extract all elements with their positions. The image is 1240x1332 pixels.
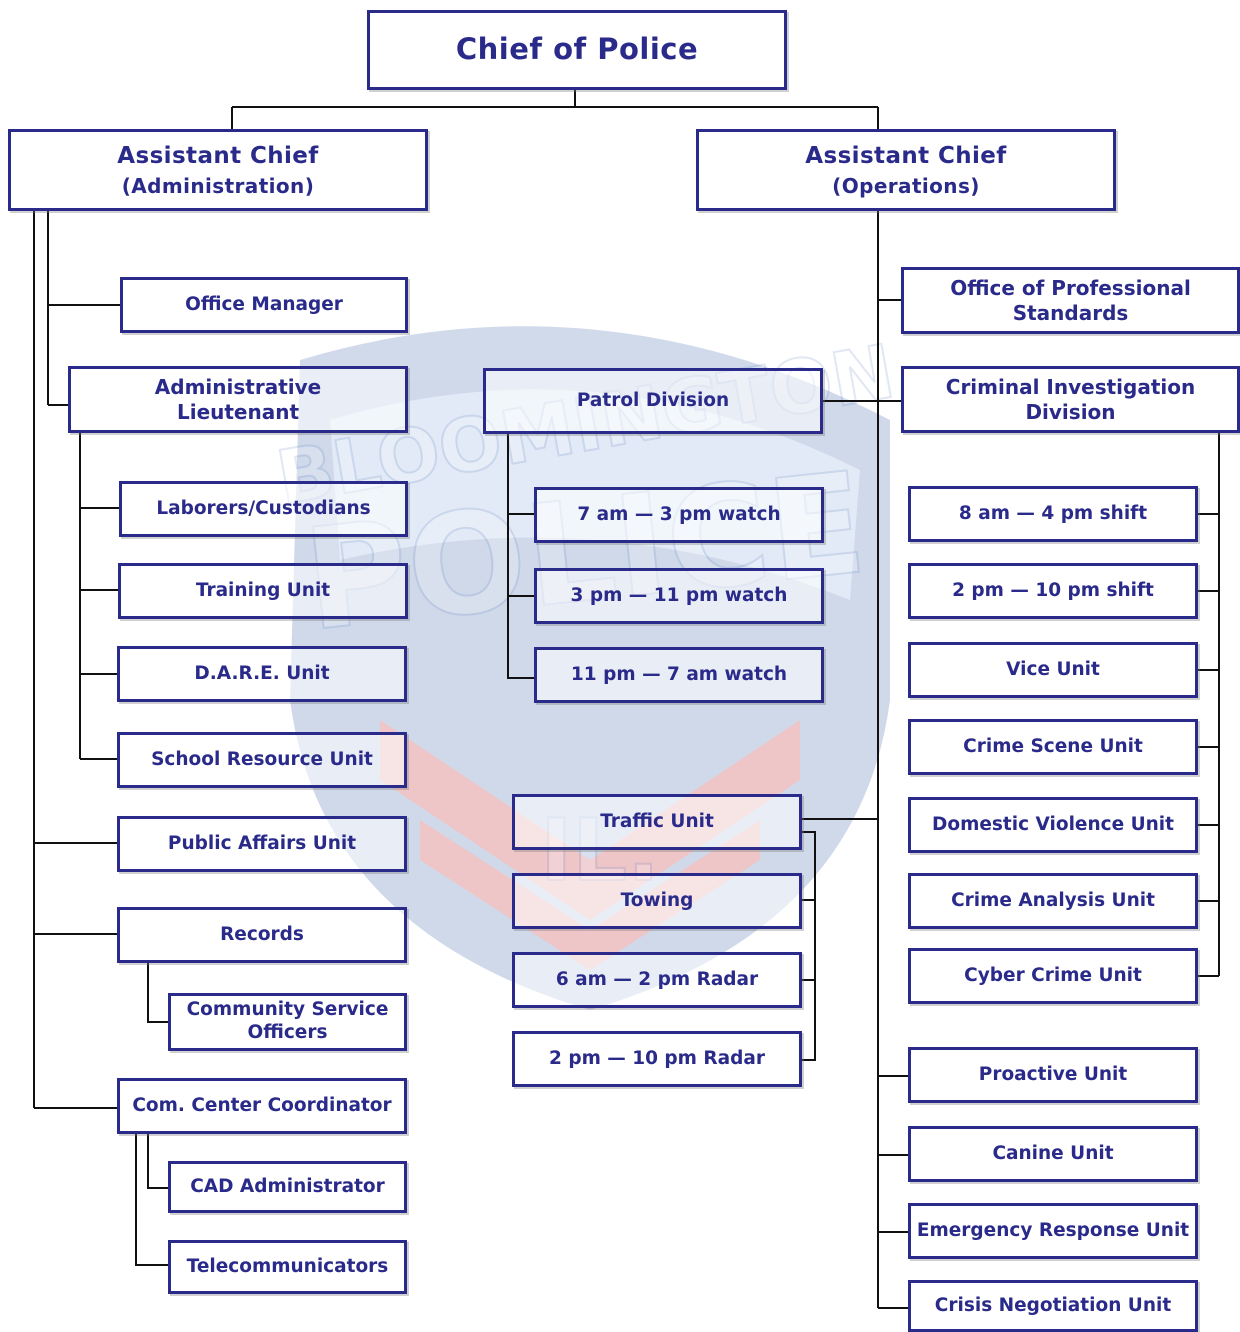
chief-of-police-label: Chief of Police [455, 32, 699, 67]
assistant-chief-administration-title: Assistant Chief [117, 142, 319, 169]
patrol-watch-3-label: 11 pm — 7 am watch [570, 663, 788, 685]
criminal-investigation-division-text: Criminal Investigation Division [946, 375, 1195, 424]
cid-shift-evening-box: 2 pm — 10 pm shift [908, 563, 1198, 619]
crime-scene-unit-label: Crime Scene Unit [963, 735, 1143, 757]
records-label: Records [220, 923, 304, 945]
professional-standards-text: Office of Professional Standards [950, 276, 1191, 325]
chief-of-police-box: Chief of Police [367, 10, 787, 90]
crisis-negotiation-unit-label: Crisis Negotiation Unit [934, 1294, 1172, 1316]
training-unit-label: Training Unit [195, 579, 331, 601]
laborers-custodians-box: Laborers/Custodians [119, 481, 408, 537]
proactive-unit-box: Proactive Unit [908, 1047, 1198, 1103]
criminal-investigation-division-line2: Division [1025, 399, 1116, 424]
canine-unit-label: Canine Unit [992, 1142, 1114, 1164]
patrol-watch-1-label: 7 am — 3 pm watch [577, 503, 781, 525]
radar-morning-box: 6 am — 2 pm Radar [512, 952, 802, 1008]
assistant-chief-operations-text: Assistant Chief (Operations) [805, 140, 1006, 200]
radar-evening-box: 2 pm — 10 pm Radar [512, 1031, 802, 1087]
community-service-officers-line2: Officers [247, 1022, 328, 1043]
com-center-coordinator-box: Com. Center Coordinator [117, 1078, 407, 1134]
school-resource-unit-label: School Resource Unit [151, 748, 373, 770]
crisis-negotiation-unit-box: Crisis Negotiation Unit [908, 1280, 1198, 1332]
emergency-response-unit-box: Emergency Response Unit [908, 1203, 1198, 1259]
radar-morning-label: 6 am — 2 pm Radar [555, 968, 759, 990]
criminal-investigation-division-box: Criminal Investigation Division [901, 366, 1240, 433]
public-affairs-unit-box: Public Affairs Unit [117, 816, 407, 872]
canine-unit-box: Canine Unit [908, 1126, 1198, 1182]
traffic-unit-label: Traffic Unit [600, 810, 714, 832]
records-box: Records [117, 907, 407, 963]
vice-unit-label: Vice Unit [1006, 658, 1100, 680]
traffic-unit-box: Traffic Unit [512, 794, 802, 850]
radar-evening-label: 2 pm — 10 pm Radar [549, 1047, 765, 1069]
emergency-response-unit-label: Emergency Response Unit [916, 1219, 1190, 1241]
proactive-unit-label: Proactive Unit [978, 1063, 1128, 1085]
com-center-coordinator-label: Com. Center Coordinator [132, 1094, 392, 1116]
cid-shift-day-label: 8 am — 4 pm shift [958, 502, 1148, 524]
criminal-investigation-division-line1: Criminal Investigation [945, 375, 1196, 400]
assistant-chief-operations-box: Assistant Chief (Operations) [696, 129, 1116, 211]
training-unit-box: Training Unit [118, 563, 408, 619]
towing-label: Towing [620, 889, 694, 911]
cad-administrator-box: CAD Administrator [168, 1161, 407, 1213]
assistant-chief-administration-box: Assistant Chief (Administration) [8, 129, 428, 211]
vice-unit-box: Vice Unit [908, 642, 1198, 698]
professional-standards-box: Office of Professional Standards [901, 267, 1240, 334]
telecommunicators-box: Telecommunicators [168, 1240, 407, 1294]
assistant-chief-operations-subtitle: (Operations) [832, 174, 980, 199]
crime-scene-unit-box: Crime Scene Unit [908, 719, 1198, 775]
telecommunicators-label: Telecommunicators [186, 1255, 389, 1277]
public-affairs-unit-label: Public Affairs Unit [167, 832, 357, 854]
dare-unit-box: D.A.R.E. Unit [117, 646, 407, 702]
patrol-watch-1-box: 7 am — 3 pm watch [534, 487, 824, 543]
patrol-division-box: Patrol Division [483, 368, 823, 434]
school-resource-unit-box: School Resource Unit [117, 732, 407, 788]
administrative-lieutenant-text: Administrative Lieutenant [155, 375, 321, 424]
professional-standards-line2: Standards [1012, 300, 1129, 325]
assistant-chief-operations-title: Assistant Chief [805, 142, 1007, 169]
community-service-officers-text: Community Service Officers [187, 999, 389, 1044]
administrative-lieutenant-line1: Administrative [154, 375, 322, 400]
towing-box: Towing [512, 873, 802, 929]
patrol-watch-2-box: 3 pm — 11 pm watch [534, 568, 824, 624]
cyber-crime-unit-box: Cyber Crime Unit [908, 948, 1198, 1004]
cid-shift-day-box: 8 am — 4 pm shift [908, 486, 1198, 542]
dare-unit-label: D.A.R.E. Unit [194, 662, 330, 684]
assistant-chief-administration-text: Assistant Chief (Administration) [117, 140, 318, 200]
professional-standards-line1: Office of Professional [950, 276, 1191, 301]
domestic-violence-unit-box: Domestic Violence Unit [908, 797, 1198, 853]
office-manager-label: Office Manager [185, 293, 343, 315]
crime-analysis-unit-box: Crime Analysis Unit [908, 873, 1198, 929]
administrative-lieutenant-line2: Lieutenant [176, 399, 300, 424]
laborers-custodians-label: Laborers/Custodians [156, 497, 371, 519]
patrol-watch-2-label: 3 pm — 11 pm watch [570, 584, 788, 606]
cad-administrator-label: CAD Administrator [190, 1175, 385, 1197]
cyber-crime-unit-label: Cyber Crime Unit [964, 964, 1142, 986]
office-manager-box: Office Manager [120, 277, 408, 333]
assistant-chief-administration-subtitle: (Administration) [121, 174, 315, 199]
crime-analysis-unit-label: Crime Analysis Unit [951, 889, 1155, 911]
domestic-violence-unit-label: Domestic Violence Unit [932, 813, 1174, 835]
patrol-division-label: Patrol Division [576, 389, 730, 411]
administrative-lieutenant-box: Administrative Lieutenant [68, 366, 408, 433]
cid-shift-evening-label: 2 pm — 10 pm shift [952, 579, 1154, 601]
community-service-officers-box: Community Service Officers [168, 993, 407, 1051]
patrol-watch-3-box: 11 pm — 7 am watch [534, 647, 824, 703]
community-service-officers-line1: Community Service [186, 999, 389, 1021]
